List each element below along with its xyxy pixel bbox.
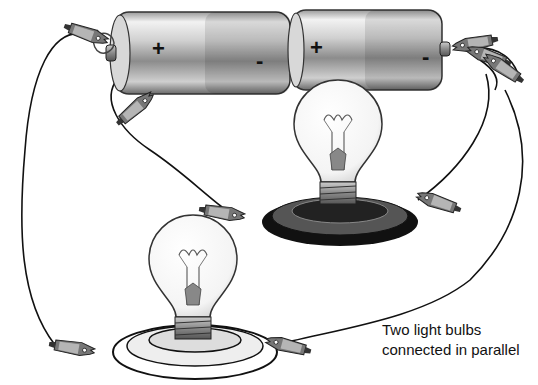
alligator-clip [113, 89, 157, 129]
alligator-clip [62, 19, 110, 47]
polarity-sign: + [152, 38, 165, 60]
alligator-clip [481, 50, 526, 87]
battery-left [106, 12, 290, 94]
caption: Two light bulbs connected in parallel [382, 320, 534, 359]
light-bulb-right [294, 80, 382, 204]
polarity-sign: + [310, 37, 323, 59]
polarity-sign: - [256, 50, 263, 72]
alligator-clip [198, 202, 246, 223]
alligator-clip [265, 334, 313, 358]
light-bulb-left [149, 215, 237, 339]
polarity-sign: - [422, 46, 429, 68]
battery-right [288, 10, 450, 90]
alligator-clip [48, 337, 96, 358]
alligator-clip [415, 189, 463, 217]
